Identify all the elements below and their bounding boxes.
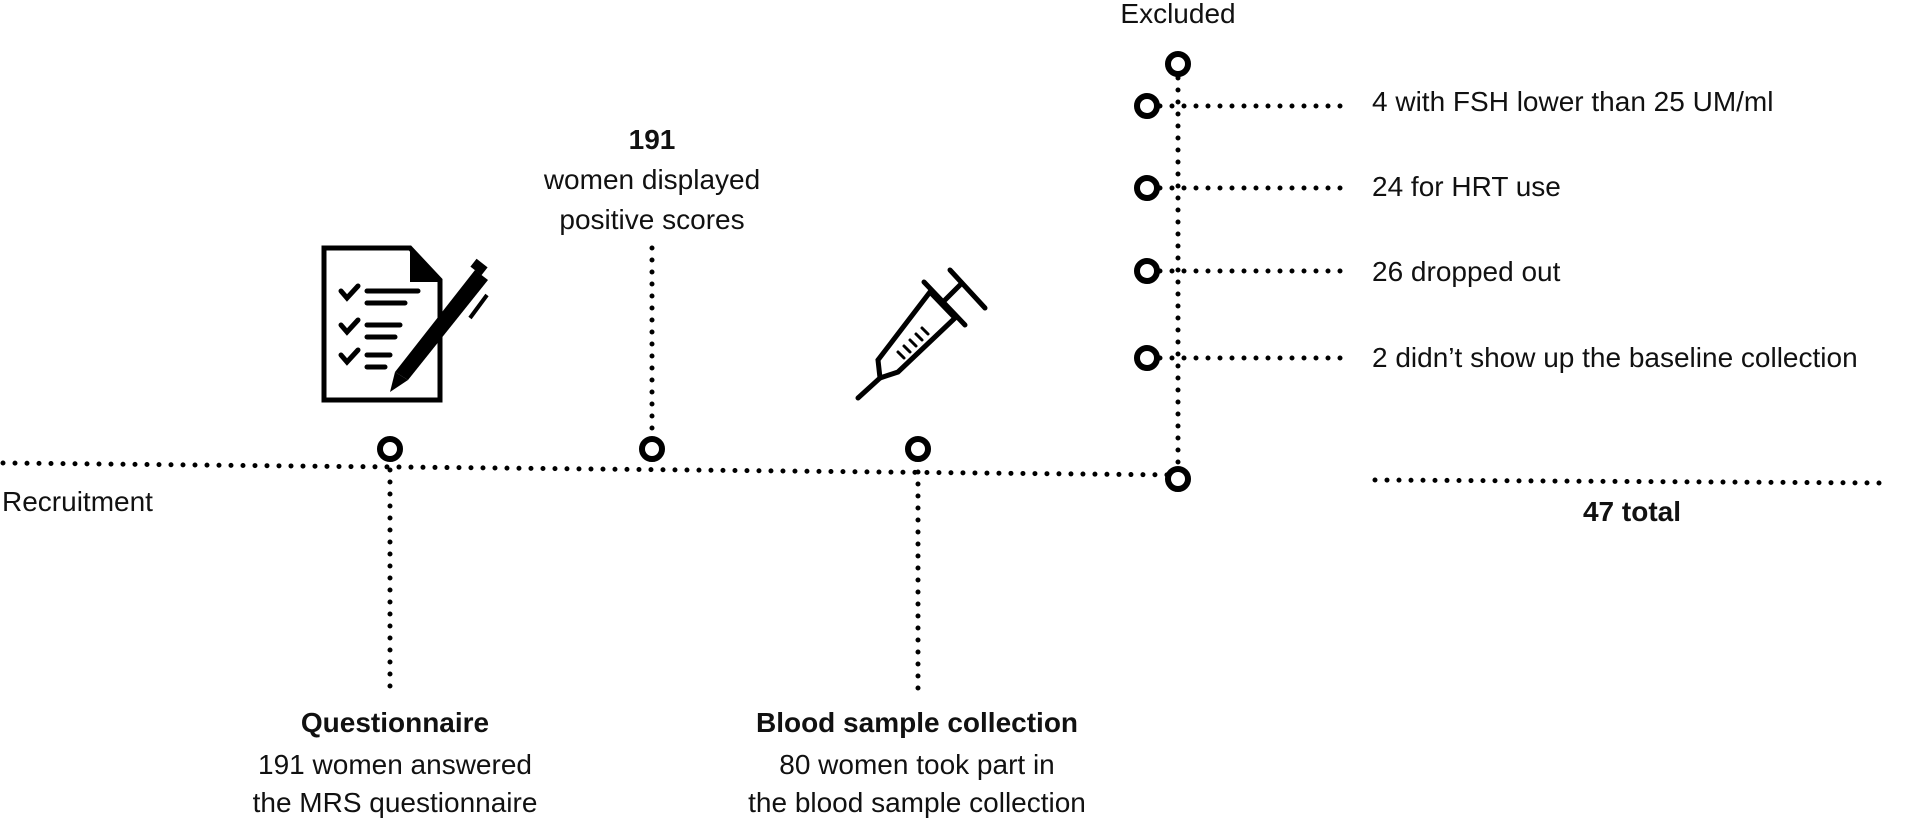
- blood-sample-node: [905, 436, 931, 462]
- excluded-item-2: 24 for HRT use: [1372, 171, 1561, 202]
- blood-sample-line1: 80 women took part in: [779, 749, 1055, 780]
- excluded-node-1: [1134, 93, 1160, 119]
- excluded-node-2: [1134, 175, 1160, 201]
- questionnaire-line2: the MRS questionnaire: [252, 787, 538, 818]
- main-timeline-line: [0, 460, 1178, 478]
- positive-scores-node: [639, 436, 665, 462]
- excluded-top-node: [1165, 51, 1191, 77]
- excluded-item-3: 26 dropped out: [1372, 256, 1561, 287]
- excluded-item-1: 4 with FSH lower than 25 UM/ml: [1372, 86, 1774, 117]
- blood-sample-line2: the blood sample collection: [748, 787, 1086, 818]
- positive-scores-title: 191: [628, 124, 676, 155]
- blood-sample-title: Blood sample collection: [755, 707, 1079, 738]
- syringe-icon: [855, 267, 988, 401]
- excluded-node-4: [1134, 345, 1160, 371]
- questionnaire-line1: 191 women answered: [258, 749, 532, 780]
- total-line: [1372, 477, 1885, 486]
- excluded-total: 47 total: [1582, 496, 1682, 527]
- questionnaire-clipboard-icon: [321, 245, 489, 403]
- questionnaire-node: [377, 436, 403, 462]
- excluded-node-3: [1134, 258, 1160, 284]
- positive-scores-line1: women displayed: [543, 164, 761, 195]
- recruitment-label: Recruitment: [2, 486, 153, 517]
- positive-scores-line2: positive scores: [559, 204, 745, 235]
- excluded-junction-node: [1165, 466, 1191, 492]
- questionnaire-title: Questionnaire: [300, 707, 490, 738]
- excluded-item-4: 2 didn’t show up the baseline collection: [1372, 342, 1858, 373]
- excluded-title: Excluded: [1120, 0, 1236, 29]
